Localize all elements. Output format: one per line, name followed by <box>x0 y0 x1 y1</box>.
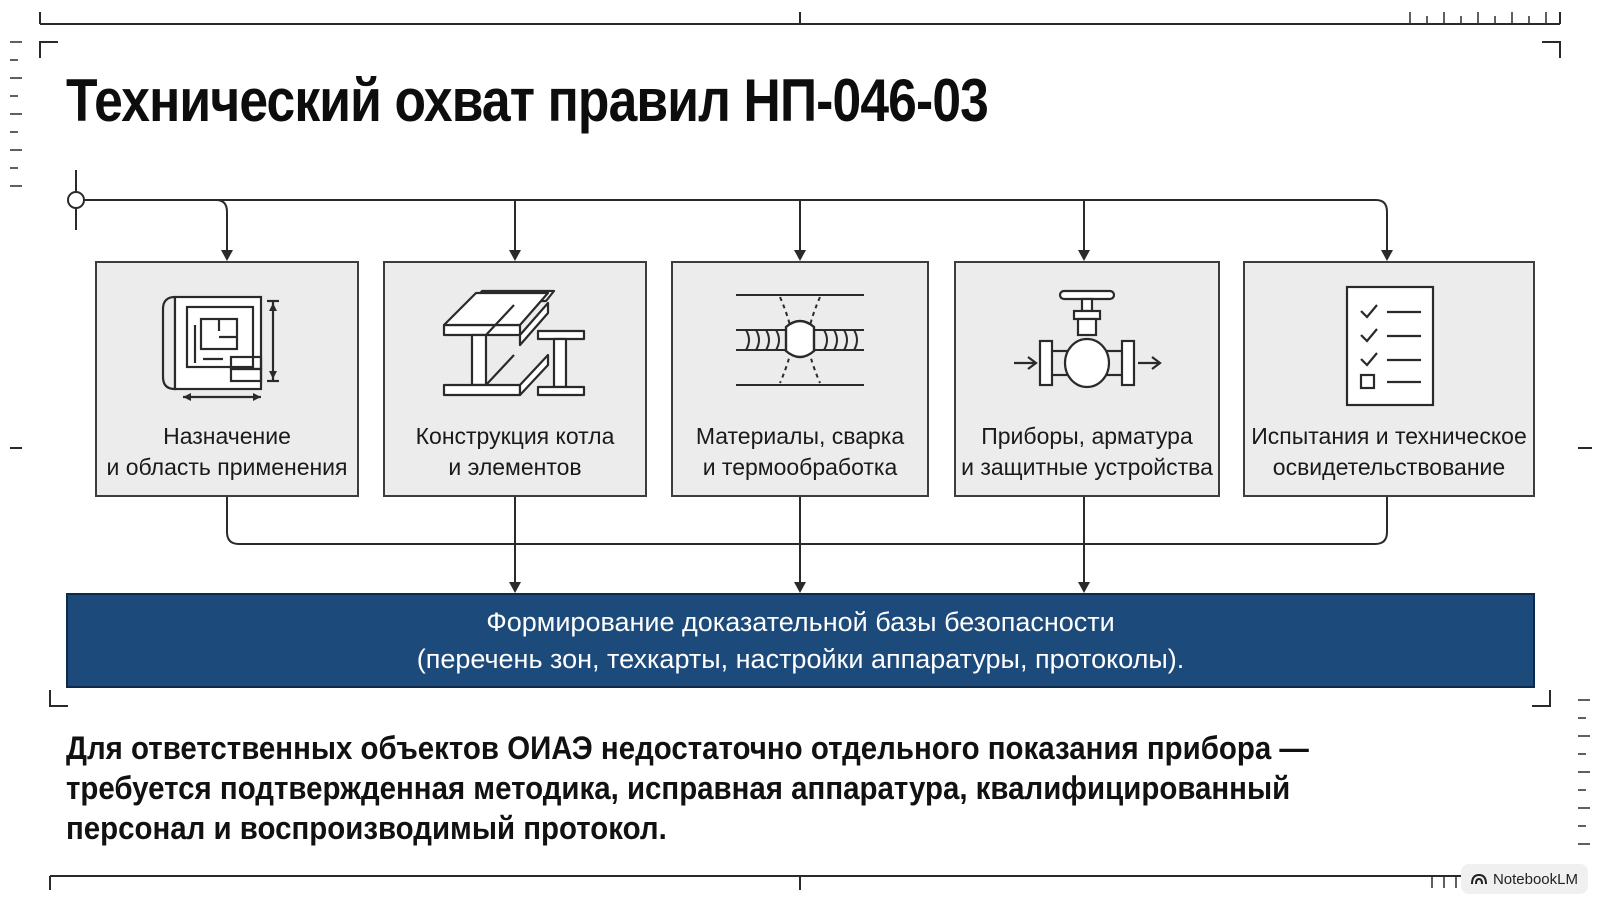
ruler-ticks <box>10 12 1590 888</box>
block-testing-inspection-line2: освидетельствование <box>1272 454 1506 480</box>
block-materials-welding-label: Материалы, сварка и термообработка <box>673 421 927 483</box>
block-scope-line1: Назначение <box>163 423 291 449</box>
block-instruments-valves-line1: Приборы, арматура <box>981 423 1193 449</box>
safety-evidence-banner: Формирование доказательной базы безопасн… <box>66 593 1535 688</box>
block-boiler-design-line1: Конструкция котла <box>415 423 615 449</box>
notebooklm-logo-icon <box>1470 873 1487 885</box>
banner-line2: (перечень зон, техкарты, настройки аппар… <box>416 644 1185 674</box>
distribution-bus <box>67 170 1388 252</box>
page-title: Технический охват правил НП-046-03 <box>66 67 989 134</box>
summary-text: Для ответственных объектов ОИАЭ недостат… <box>66 730 1309 846</box>
block-materials-welding-line1: Материалы, сварка <box>695 423 905 449</box>
block-scope-label: Назначение и область применения <box>97 421 357 483</box>
blueprint-icon <box>161 295 279 401</box>
banner-arrowheads <box>509 582 1090 593</box>
block-scope: Назначение и область применения <box>95 261 359 497</box>
block-boiler-design-line2: и элементов <box>448 454 582 480</box>
block-scope-line2: и область применения <box>106 454 348 480</box>
block-instruments-valves-line2: и защитные устройства <box>961 454 1213 480</box>
watermark-badge: NotebookLM <box>1460 864 1588 894</box>
block-testing-inspection-line1: Испытания и техническое <box>1251 423 1527 449</box>
down-arrowheads <box>221 250 1393 261</box>
steel-beam-icon <box>442 289 586 397</box>
weld-seam-icon <box>736 294 864 386</box>
checklist-icon <box>1345 285 1435 407</box>
block-materials-welding-line2: и термообработка <box>702 454 898 480</box>
block-instruments-valves-label: Приборы, арматура и защитные устройства <box>956 421 1218 483</box>
valve-icon <box>1014 289 1162 389</box>
block-testing-inspection: Испытания и техническое освидетельствова… <box>1243 261 1535 497</box>
block-boiler-design-label: Конструкция котла и элементов <box>385 421 645 483</box>
collector-bus <box>226 497 1388 583</box>
watermark-text: NotebookLM <box>1492 870 1578 888</box>
block-boiler-design: Конструкция котла и элементов <box>383 261 647 497</box>
block-materials-welding: Материалы, сварка и термообработка <box>671 261 929 497</box>
corner-marks <box>39 41 1561 707</box>
banner-line1: Формирование доказательной базы безопасн… <box>486 607 1115 637</box>
drawing-border <box>10 12 1592 890</box>
block-testing-inspection-label: Испытания и техническое освидетельствова… <box>1245 421 1533 483</box>
block-instruments-valves: Приборы, арматура и защитные устройства <box>954 261 1220 497</box>
